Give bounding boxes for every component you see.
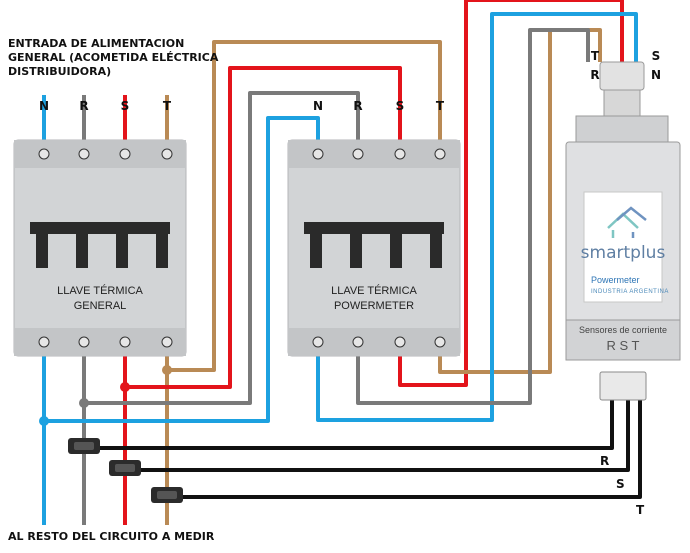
pm-label-t: T	[436, 99, 445, 113]
breaker-general-handle	[30, 222, 170, 268]
sensor-wire-t	[167, 400, 642, 499]
title-line-2: GENERAL (ACOMETIDA ELÉCTRICA	[8, 51, 219, 64]
pm-label-n: N	[313, 99, 323, 113]
branch-wire-n	[44, 116, 320, 423]
device-terminal-n: N	[651, 68, 661, 82]
sensor-label-s: S	[616, 477, 625, 491]
smartplus-logo-icon	[607, 206, 647, 238]
sensor-wire-r	[84, 400, 614, 450]
title-line-3: DISTRIBUIDORA)	[8, 65, 111, 78]
terminal-screws-general	[38, 148, 173, 348]
pm-wire-r	[356, 28, 590, 405]
junction-t	[162, 365, 172, 375]
breaker-general-label-1: LLAVE TÉRMICA	[57, 284, 143, 297]
device-brand: smartplus	[581, 243, 666, 263]
breaker-powermeter-label-2: POWERMETER	[334, 300, 414, 312]
junction-r	[79, 398, 89, 408]
pm-label-r: R	[353, 99, 362, 113]
terminal-screws-powermeter	[312, 148, 446, 348]
current-sensor-t	[151, 487, 183, 503]
device-terminal-r: R	[590, 68, 599, 82]
current-sensor-s	[109, 460, 141, 476]
sensor-label-t: T	[636, 503, 645, 517]
sensor-phases: R S T	[607, 338, 640, 353]
pm-wire-s	[398, 0, 624, 387]
pm-label-s: S	[396, 99, 405, 113]
input-label-s: S	[121, 99, 130, 113]
footer-label: AL RESTO DEL CIRCUITO A MEDIR	[8, 530, 215, 543]
input-label-r: R	[79, 99, 88, 113]
device-subtitle: INDUSTRIA ARGENTINA	[591, 289, 669, 295]
device-terminal-s: S	[652, 49, 661, 63]
device-product: Powermeter	[591, 275, 640, 285]
junction-n	[39, 416, 49, 426]
current-sensor-r	[68, 438, 100, 454]
branch-wire-r	[84, 91, 360, 405]
device-terminal-t: T	[591, 49, 600, 63]
branch-wire-t	[167, 40, 442, 372]
branch-wire-s	[125, 66, 402, 389]
sensor-wire-s	[125, 400, 630, 472]
sensors-label: Sensores de corriente	[579, 325, 667, 335]
breaker-powermeter: LLAVE TÉRMICA POWERMETER	[287, 139, 461, 357]
pm-wire-t	[438, 28, 602, 374]
breaker-powermeter-handle	[304, 222, 444, 268]
powermeter-device: smartplus Powermeter INDUSTRIA ARGENTINA…	[565, 61, 681, 401]
junction-s	[120, 382, 130, 392]
input-label-t: T	[163, 99, 172, 113]
input-label-n: N	[39, 99, 49, 113]
pm-wire-n	[316, 12, 638, 422]
breaker-general: LLAVE TÉRMICA GENERAL	[13, 139, 187, 357]
breaker-powermeter-label-1: LLAVE TÉRMICA	[331, 284, 417, 297]
breaker-general-label-2: GENERAL	[74, 300, 127, 312]
sensor-label-r: R	[600, 454, 609, 468]
title-line-1: ENTRADA DE ALIMENTACION	[8, 37, 184, 50]
